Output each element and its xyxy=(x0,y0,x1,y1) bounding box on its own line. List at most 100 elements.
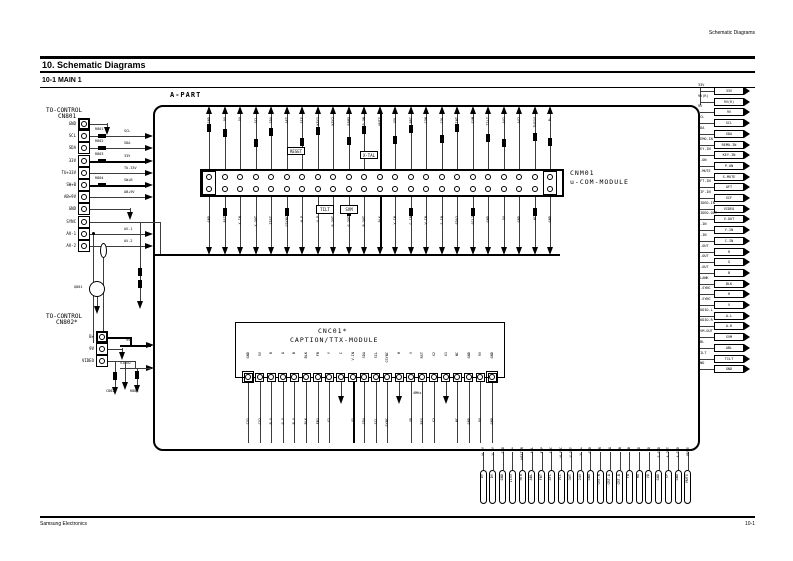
pin xyxy=(81,218,87,225)
arrow-down-icon xyxy=(442,396,449,404)
wire-vertical xyxy=(130,208,131,213)
component-label: C802 xyxy=(106,389,115,393)
right-terminal-label: SDA xyxy=(698,125,705,130)
arrow-up-icon xyxy=(299,106,305,114)
wire-vertical xyxy=(687,452,689,470)
right-terminal-tip-icon xyxy=(744,268,750,277)
right-terminal-tip-icon xyxy=(744,97,750,106)
a-part-label: A-PART xyxy=(170,91,202,99)
arrow-down-icon xyxy=(423,247,429,255)
signal-label: B-Y xyxy=(292,418,297,425)
right-terminal-box: VIDEO xyxy=(714,204,744,213)
wire-horizontal xyxy=(90,246,146,247)
pin xyxy=(81,194,87,201)
arrow-up-icon xyxy=(221,106,228,114)
wire-vertical xyxy=(457,382,459,443)
pin xyxy=(99,334,105,340)
cn801-out-label: AV-2 xyxy=(124,239,133,243)
pin xyxy=(438,186,445,192)
signal-label: TILT xyxy=(486,117,490,126)
signal-label: V-P xyxy=(315,216,320,223)
wire-vertical xyxy=(426,114,427,169)
wire-horizontal xyxy=(700,326,714,328)
signal-label: B+ xyxy=(510,447,515,452)
ground-icon xyxy=(112,387,118,395)
signal-label: NC xyxy=(455,418,460,423)
wire-vertical xyxy=(551,452,553,470)
signal-label: B-OUT xyxy=(362,216,366,227)
wire-vertical xyxy=(441,197,443,247)
arrow-right-icon xyxy=(145,194,153,201)
wire-vertical xyxy=(240,197,241,247)
pin xyxy=(256,374,263,380)
bottom-terminal-capsule xyxy=(528,470,536,504)
right-terminal-tip-icon xyxy=(744,161,750,170)
pin xyxy=(423,186,429,192)
arrow-right-icon xyxy=(145,243,153,249)
wire-vertical xyxy=(531,452,533,470)
signal-label: GND xyxy=(207,117,211,124)
wire-horizontal xyxy=(700,165,714,167)
signal-label: Y xyxy=(327,352,332,355)
wire-horizontal xyxy=(700,155,714,157)
signal-label: HD xyxy=(637,447,642,452)
wire-vertical xyxy=(271,197,272,247)
signal-label: GND xyxy=(588,447,593,454)
wire-horizontal xyxy=(700,123,714,125)
bottom-terminal-text: GND xyxy=(675,474,680,481)
bottom-terminal-text: GND xyxy=(499,474,504,481)
resistor xyxy=(362,126,366,134)
right-terminal-box: S-MUTE xyxy=(714,172,744,181)
signal-label: NC xyxy=(455,352,460,357)
arrow-up-icon xyxy=(361,106,367,114)
signal-label: MUTE xyxy=(685,447,690,456)
wire-vertical xyxy=(140,221,141,300)
pin xyxy=(531,174,538,180)
arrow-up-icon xyxy=(345,106,352,114)
pin xyxy=(299,186,305,192)
wire-vertical xyxy=(580,452,582,470)
bottom-terminal-text: CRT-G xyxy=(606,474,611,485)
arrow-up-icon xyxy=(268,106,274,114)
title-rule xyxy=(40,71,755,73)
arrow-down-icon xyxy=(268,247,274,255)
arrow-down-icon xyxy=(454,247,460,255)
resistor xyxy=(439,135,444,143)
arrow-down-icon xyxy=(221,247,228,255)
resistor xyxy=(207,124,211,132)
wire-vertical xyxy=(550,197,551,247)
signal-label: TEST xyxy=(269,216,273,225)
signal-label: X-OUT xyxy=(253,216,258,227)
wire-horizontal xyxy=(90,148,146,150)
arrow-up-icon xyxy=(454,106,460,114)
pin xyxy=(361,374,368,380)
resistor-label: R801 xyxy=(95,127,104,132)
resistor xyxy=(408,208,413,216)
right-terminal-box: C-IN xyxy=(714,236,744,245)
cn801-out-label: AV-1 xyxy=(124,226,133,231)
wire-horizontal xyxy=(90,221,160,223)
resistor xyxy=(98,183,106,187)
component-label: R806 xyxy=(130,389,139,393)
pin xyxy=(245,374,251,380)
signal-label: GND xyxy=(548,216,552,223)
signal-label: 9V xyxy=(478,418,483,423)
wire-vertical xyxy=(619,452,621,470)
resistor xyxy=(315,127,320,135)
arrow-up-icon xyxy=(237,106,243,114)
arrow-up-icon xyxy=(485,106,491,114)
bottom-terminal-text: HD xyxy=(636,474,641,479)
signal-label: V-OUT xyxy=(568,447,573,458)
pin xyxy=(81,121,87,127)
arrow-down-icon xyxy=(361,247,367,255)
signal-label: SDA xyxy=(362,352,367,359)
signal-label: BLK xyxy=(377,216,382,223)
cn801-pin-label: SCL xyxy=(68,133,76,139)
pin xyxy=(392,186,398,192)
arrow-up-icon xyxy=(500,106,507,114)
wire-vertical xyxy=(483,452,484,470)
wire-horizontal xyxy=(90,172,146,174)
signal-label: AFT xyxy=(284,117,289,124)
wire-vertical xyxy=(97,302,98,306)
right-terminal-label: VIDEO-IN xyxy=(698,200,715,205)
